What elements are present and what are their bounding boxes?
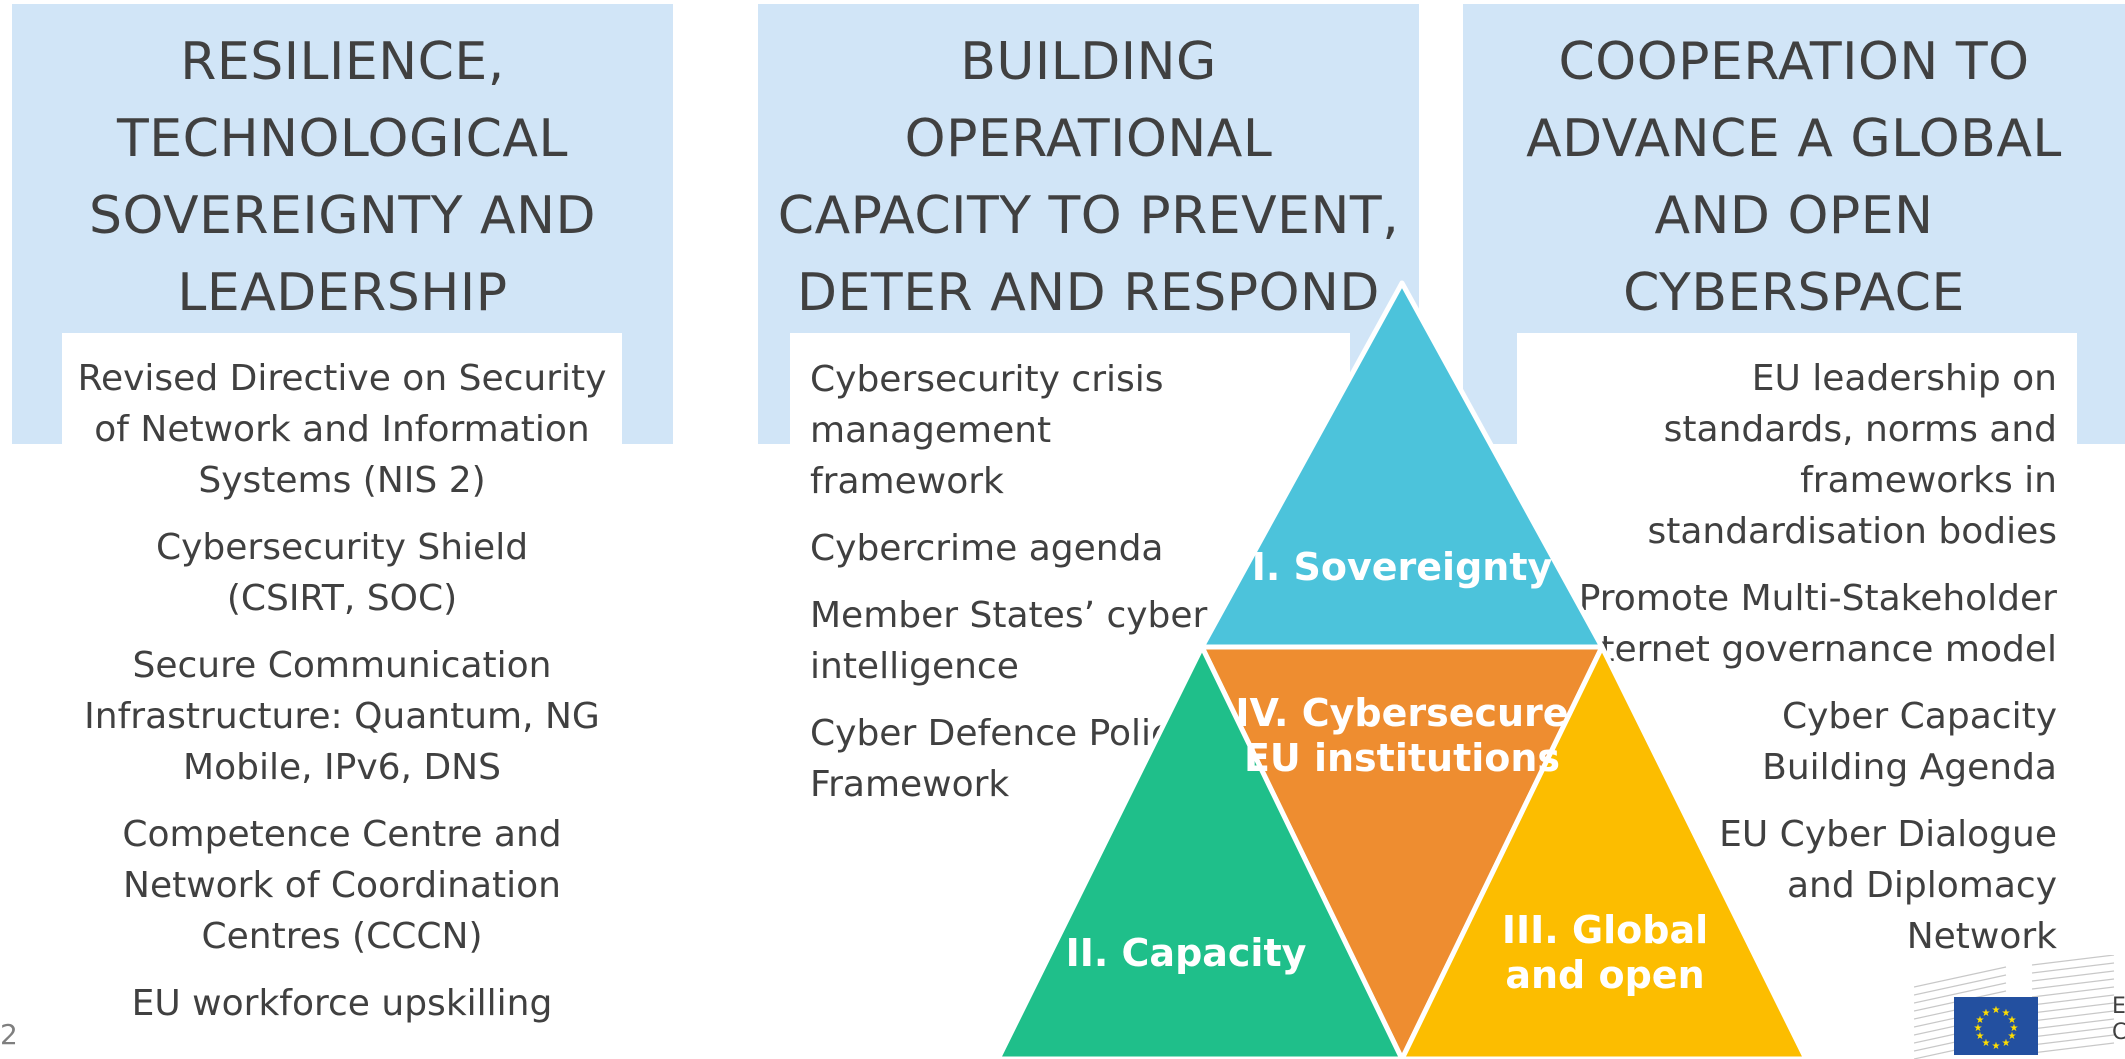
list-item: Cybersecurity Shield (CSIRT, SOC) — [155, 527, 529, 619]
label-capacity: II. Capacity — [1066, 931, 1307, 975]
column-operational-list: Cybersecurity crisis management framewor… — [810, 354, 1240, 826]
svg-text:★: ★ — [1992, 1005, 2001, 1016]
list-item: Cyber Capacity Building Agenda — [1762, 696, 2057, 788]
list-item: Cyber Defence Policy Framework — [810, 713, 1193, 805]
triangle-sovereignty — [1199, 280, 1605, 650]
svg-text:★: ★ — [2002, 1008, 2011, 1019]
column-cooperation-title: COOPERATION TO ADVANCE A GLOBAL AND OPEN… — [1526, 32, 2062, 323]
list-item: Competence Centre and Network of Coordin… — [122, 814, 562, 957]
svg-text:★: ★ — [2008, 1031, 2017, 1042]
list-item: EU leadership on standards, norms and fr… — [1647, 358, 2057, 552]
svg-text:★: ★ — [2008, 1015, 2017, 1026]
svg-text:★: ★ — [2010, 1023, 2019, 1034]
triangle-global — [1399, 644, 1809, 1059]
column-cooperation-list: EU leadership on standards, norms and fr… — [1560, 353, 2057, 978]
label-sovereignty: I. Sovereignty — [1252, 545, 1553, 589]
list-item: Cybersecurity crisis management framewor… — [810, 359, 1164, 502]
column-resilience-title: RESILIENCE, TECHNOLOGICAL SOVEREIGNTY AN… — [88, 32, 597, 323]
list-item: EU workforce upskilling — [131, 983, 553, 1024]
svg-text:★: ★ — [1992, 1041, 2001, 1052]
svg-text:★: ★ — [1974, 1023, 1983, 1034]
label-institutions-line1: IV. Cybersecure — [1235, 691, 1568, 735]
svg-text:★: ★ — [1976, 1031, 1985, 1042]
label-institutions-line2: EU institutions — [1244, 736, 1560, 780]
column-operational-box — [790, 333, 1350, 453]
column-resilience-list: Revised Directive on Security of Network… — [62, 353, 622, 1045]
list-item: EU Cyber Dialogue and Diplomacy Network — [1719, 814, 2057, 957]
column-operational-title: BUILDING OPERATIONAL CAPACITY TO PREVENT… — [777, 32, 1400, 323]
list-item: Member States’ cyber intelligence — [810, 595, 1208, 687]
label-global-line2: and open — [1505, 953, 1704, 997]
svg-text:★: ★ — [1976, 1015, 1985, 1026]
list-item: Secure Communication Infrastructure: Qua… — [84, 645, 600, 788]
label-global-line1: III. Global — [1502, 908, 1708, 952]
column-resilience-box — [62, 333, 622, 453]
svg-text:★: ★ — [1982, 1038, 1991, 1049]
svg-text:★: ★ — [1982, 1008, 1991, 1019]
list-item: Promote Multi-Stakeholder Internet gover… — [1566, 578, 2057, 670]
triangle-capacity — [995, 644, 1405, 1059]
list-item: Revised Directive on Security of Network… — [77, 358, 607, 501]
european-commission-logo-icon: ★ ★ ★ ★ ★ ★ ★ ★ ★ ★ ★ ★ — [1914, 955, 2125, 1059]
column-cooperation-box — [1517, 333, 2077, 453]
list-item: Cybercrime agenda — [810, 528, 1164, 569]
page-number: 2 — [0, 1018, 18, 1051]
svg-text:★: ★ — [2002, 1038, 2011, 1049]
